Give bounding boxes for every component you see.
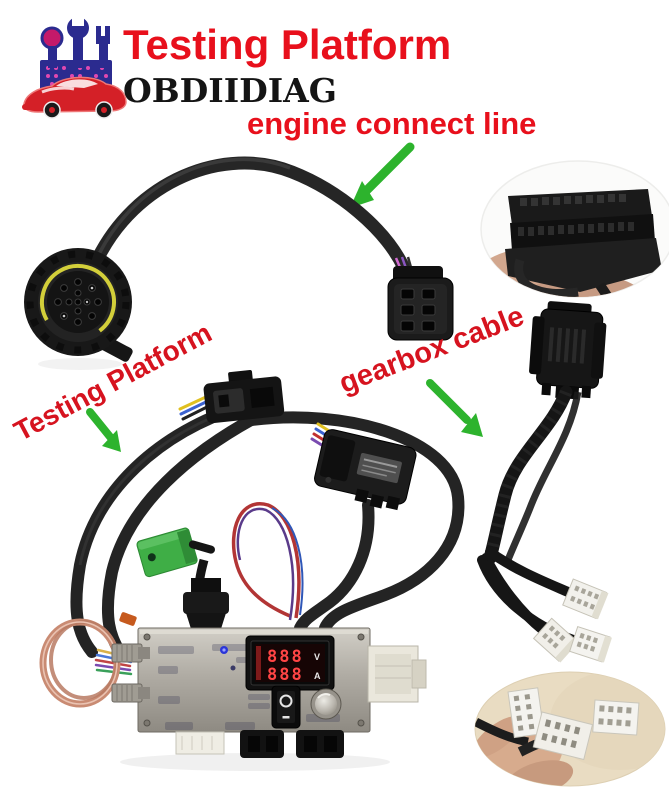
bottom-black-connector-1 (240, 730, 284, 758)
green-connector (136, 527, 216, 578)
engine-connect-line-label: engine connect line (247, 106, 537, 141)
obdiidiag-logo (22, 16, 127, 119)
current-readout: 888 (267, 665, 304, 685)
arrow-gearbox-cable (426, 379, 483, 437)
large-black-connector (314, 429, 417, 511)
voltage-unit: V (314, 652, 320, 662)
wire-loop (231, 502, 304, 621)
power-rocker-switch (271, 685, 301, 729)
current-unit: A (314, 671, 321, 681)
bottom-black-connector-2 (296, 730, 344, 758)
metal-box: 888 V 888 A (111, 627, 427, 771)
screwdriver-icon (40, 26, 64, 68)
small-black-connector (203, 370, 285, 424)
gearbox-cable (477, 301, 612, 663)
power-meter-display: 888 V 888 A (245, 635, 335, 691)
engine-connect-cable (24, 156, 454, 370)
white-connectors-inset-photo (474, 671, 666, 787)
side-white-connector (367, 645, 427, 703)
ecu-connector-inset-photo (480, 160, 669, 298)
voltage-readout: 888 (267, 647, 304, 667)
arrow-engine-line (350, 142, 415, 208)
engine-round-connector (24, 248, 133, 362)
wrench-icon (67, 16, 89, 68)
brand-name: OBDIIDIAG (123, 71, 337, 110)
cable-gland-top (111, 643, 150, 663)
bottom-white-connector (175, 731, 225, 755)
car-icon (22, 76, 127, 119)
cable-boot (183, 578, 229, 632)
cable-gland-bottom (111, 683, 150, 703)
page-title: Testing Platform (123, 21, 452, 68)
gearbox-white-connectors (532, 578, 612, 663)
testing-platform-device: 888 V 888 A (39, 370, 465, 771)
arrow-testing-platform (86, 408, 121, 452)
start-button (310, 688, 342, 720)
gearbox-connector (529, 301, 607, 400)
tool-icon (96, 26, 110, 68)
engine-square-connector (387, 256, 454, 341)
